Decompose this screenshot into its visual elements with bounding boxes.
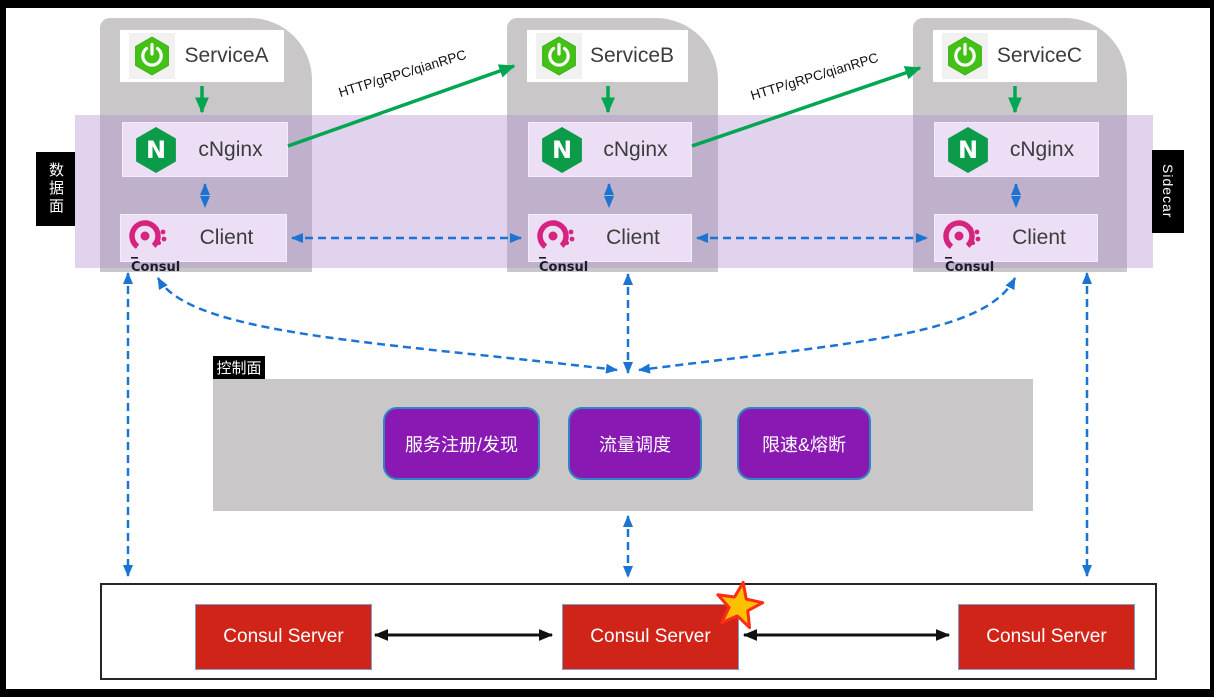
- rpc-link-label-1: HTTP/gRPC/qianRPC: [336, 46, 469, 101]
- feature-traffic-scheduling: 流量调度: [568, 407, 702, 480]
- consul-cluster-panel: Consul Server Consul Server Consul Serve…: [100, 583, 1157, 680]
- svg-text:N: N: [146, 136, 166, 164]
- feature-rate-limit-circuit-break: 限速&熔断: [737, 407, 871, 480]
- spring-boot-icon: [942, 33, 988, 79]
- spring-boot-icon: [129, 33, 175, 79]
- cnginx-a-label: cNginx: [198, 137, 263, 161]
- node-client-b: Consul Client: [528, 214, 692, 275]
- node-client-c: Consul Client: [934, 214, 1098, 275]
- cnginx-b-label: cNginx: [603, 137, 668, 161]
- control-plane-tag: 控制面: [213, 356, 265, 379]
- node-cnginx-a: N cNginx: [122, 122, 288, 177]
- svg-text:N: N: [552, 136, 572, 164]
- consul-server-3: Consul Server: [958, 604, 1135, 670]
- control-plane-panel: 服务注册/发现 流量调度 限速&熔断: [213, 379, 1033, 511]
- consul-icon: Consul: [941, 216, 994, 276]
- node-cnginx-c: N cNginx: [934, 122, 1099, 177]
- svg-text:Consul: Consul: [539, 260, 588, 275]
- svg-text:Consul: Consul: [131, 260, 180, 275]
- rpc-link-label-2: HTTP/gRPC/qianRPC: [748, 49, 881, 104]
- control-plane-tag-label: 控制面: [216, 360, 262, 377]
- service-a-label: ServiceA: [184, 44, 269, 67]
- consul-icon: Consul: [127, 216, 180, 276]
- service-c-label: ServiceC: [996, 44, 1083, 67]
- node-service-a: ServiceA: [120, 30, 284, 82]
- nginx-icon: N: [132, 124, 180, 176]
- svg-text:Consul: Consul: [945, 260, 994, 275]
- node-client-a: Consul Client: [120, 214, 287, 275]
- nginx-icon: N: [944, 124, 992, 176]
- cnginx-c-label: cNginx: [1009, 137, 1075, 161]
- service-b-label: ServiceB: [589, 44, 675, 67]
- data-plane-tag-label: 数据面: [47, 162, 64, 216]
- svg-text:N: N: [958, 136, 978, 164]
- consul-server-1: Consul Server: [195, 604, 372, 670]
- data-plane-tag: 数据面: [36, 152, 75, 226]
- frame-border-right: [1210, 0, 1214, 697]
- feature-service-registry: 服务注册/发现: [383, 407, 540, 480]
- frame-border-bottom: [0, 689, 1214, 697]
- spring-boot-icon: [536, 33, 582, 79]
- client-b-label: Client: [606, 226, 660, 249]
- node-service-b: ServiceB: [527, 30, 688, 82]
- client-c-label: Client: [1012, 226, 1066, 249]
- sidecar-tag-label: Sidecar: [1160, 164, 1176, 219]
- frame-border-top: [0, 0, 1214, 8]
- nginx-icon: N: [538, 124, 586, 176]
- node-service-c: ServiceC: [933, 30, 1097, 82]
- consul-icon: Consul: [535, 216, 588, 276]
- sidecar-tag: Sidecar: [1152, 150, 1184, 233]
- client-a-label: Client: [199, 226, 254, 249]
- node-cnginx-b: N cNginx: [528, 122, 692, 177]
- consul-server-2: Consul Server: [562, 604, 739, 670]
- frame-border-left: [0, 0, 6, 697]
